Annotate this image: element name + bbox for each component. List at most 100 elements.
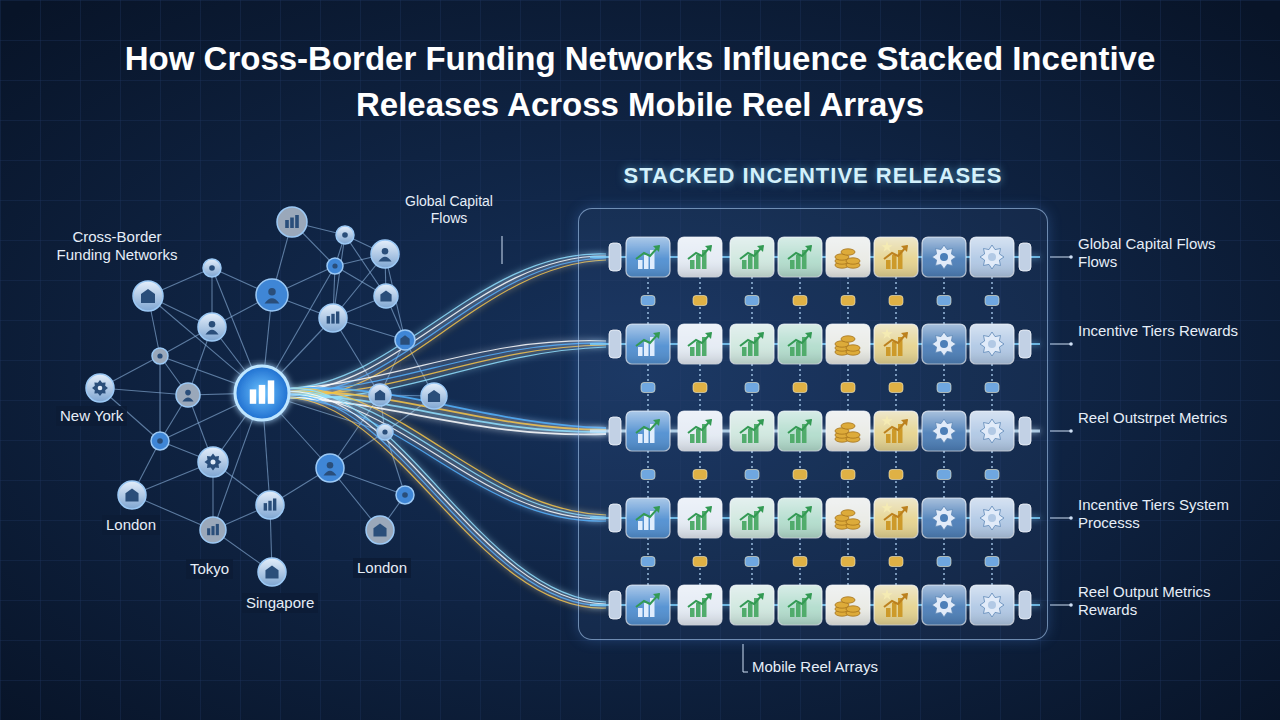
city-label: Tokyo <box>186 559 233 579</box>
flow-strand <box>289 391 606 604</box>
bar-icon <box>331 314 334 324</box>
node-circle <box>198 313 226 341</box>
person-icon <box>327 462 334 469</box>
node-circle <box>258 558 286 586</box>
bar-icon <box>268 501 271 511</box>
person-icon <box>265 298 280 303</box>
bar-icon <box>216 524 219 535</box>
callout-label: Global Capital Flows Flows <box>1078 235 1240 270</box>
gear-icon <box>205 454 222 471</box>
node-circle <box>203 259 221 277</box>
network-node <box>327 258 343 274</box>
person-icon <box>185 390 191 396</box>
node-circle <box>371 240 399 268</box>
leader-line <box>1050 518 1070 519</box>
node-circle <box>327 258 343 274</box>
node-dot <box>332 263 337 268</box>
bar-icon <box>207 528 210 535</box>
network-node <box>395 330 415 350</box>
capital-flow-strands <box>289 254 606 608</box>
node-dot <box>157 353 162 358</box>
node-circle <box>152 348 168 364</box>
leader-dot <box>1069 516 1073 520</box>
network-node <box>151 432 169 450</box>
leader-line <box>502 236 503 264</box>
flow-strand <box>289 388 606 602</box>
city-label: New York <box>56 406 127 426</box>
leader-dot <box>1069 429 1073 433</box>
network-node <box>258 558 286 586</box>
network-node <box>256 279 288 311</box>
leader-dot <box>1069 255 1073 259</box>
network-node <box>319 304 347 332</box>
building-icon <box>125 488 138 501</box>
bar-icon <box>285 220 289 228</box>
panel-box: STACKED INCENTIVE RELEASES <box>578 208 1048 640</box>
network-node <box>366 516 394 544</box>
network-node <box>203 259 221 277</box>
leader-line <box>743 644 744 672</box>
node-circle <box>336 226 354 244</box>
person-icon <box>323 471 336 476</box>
gear-icon <box>92 380 108 396</box>
node-circle <box>395 330 415 350</box>
network-node <box>371 240 399 268</box>
network-node <box>86 374 114 402</box>
network-node <box>316 454 344 482</box>
node-dot <box>382 429 387 434</box>
flow-strand <box>289 345 606 395</box>
city-label: London <box>353 558 411 578</box>
callout-label: Reel Output Metrics Rewards <box>1078 583 1240 618</box>
building-icon <box>265 565 278 578</box>
leader-dot <box>1069 603 1073 607</box>
network-node <box>421 383 447 409</box>
callout-label: Incentive Tiers Rewards <box>1078 322 1240 340</box>
leader-line <box>1050 605 1070 606</box>
network-node <box>396 486 414 504</box>
callout-label: Mobile Reel Arrays <box>752 658 878 676</box>
leader-line <box>1050 344 1070 345</box>
node-circle <box>316 454 344 482</box>
panel-heading: STACKED INCENTIVE RELEASES <box>579 163 1047 189</box>
bar-icon <box>250 389 256 403</box>
node-circle <box>235 366 289 420</box>
node-circle <box>396 486 414 504</box>
building-icon <box>428 390 440 402</box>
network-node <box>256 491 284 519</box>
bar-icon <box>273 498 276 510</box>
flow-strand <box>289 398 606 609</box>
diagram-title: How Cross-Border Funding Networks Influe… <box>90 36 1190 128</box>
node-dot <box>402 492 408 498</box>
node-circle <box>86 374 114 402</box>
building-icon <box>380 290 391 301</box>
flow-strand <box>289 395 606 520</box>
bar-icon <box>327 316 330 323</box>
node-circle <box>369 384 391 406</box>
callout-label: Global Capital Flows <box>393 193 505 226</box>
network-node <box>152 348 168 364</box>
gear-hole <box>211 460 216 465</box>
city-label: Singapore <box>242 593 318 613</box>
person-icon <box>209 321 216 328</box>
node-circle <box>374 284 398 308</box>
bar-icon <box>290 218 294 229</box>
bar-icon <box>336 311 339 323</box>
node-circle <box>256 279 288 311</box>
callout-label: Reel Outstrpet Metrics <box>1078 409 1240 427</box>
node-circle <box>200 517 226 543</box>
leader-dot <box>1069 342 1073 346</box>
gear-hole <box>98 386 103 391</box>
node-circle <box>256 491 284 519</box>
network-node <box>277 207 307 237</box>
node-circle <box>421 383 447 409</box>
node-circle <box>176 383 200 407</box>
flow-strand <box>289 395 606 607</box>
bar-icon <box>268 380 274 403</box>
network-node <box>118 481 146 509</box>
network-node <box>235 366 289 420</box>
callout-label: Incentive Tiers System Processs <box>1078 496 1240 531</box>
node-circle <box>118 481 146 509</box>
node-circle <box>151 432 169 450</box>
